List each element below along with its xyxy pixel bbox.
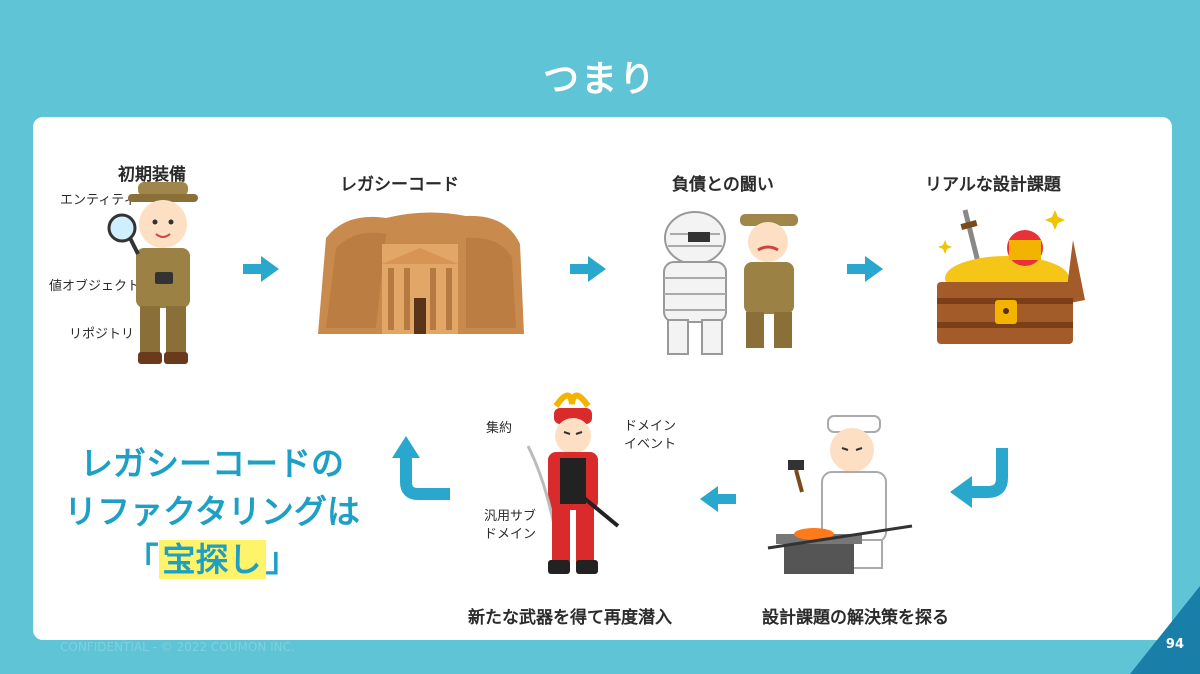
explorer-illustration: [107, 182, 198, 364]
arrow-left-icon: [700, 486, 736, 512]
weapon-aggregate-label: 集約: [486, 421, 513, 436]
step-label-debt: 負債との闘い: [672, 175, 774, 195]
weapon-domain-event-label-1: ドメイン: [624, 419, 677, 434]
blacksmith-illustration: [767, 415, 913, 574]
slogan-line-3: 「宝探し」: [52, 536, 372, 584]
confidential-footer: CONFIDENTIAL - © 2022 COUMON INC.: [60, 640, 295, 654]
page-corner-decoration: [1130, 586, 1200, 674]
mummy-battle-illustration: [663, 211, 798, 355]
step-label-legacy: レガシーコード: [340, 175, 459, 195]
page-number: 94: [1165, 637, 1184, 652]
slogan-highlight: 宝探し: [158, 540, 266, 579]
slogan-open-bracket: 「: [125, 540, 159, 579]
arrow-right-icon: [243, 256, 279, 282]
slogan-text: レガシーコードの リファクタリングは 「宝探し」: [52, 440, 372, 584]
weapon-generic-subdomain-label-1: 汎用サブ: [484, 509, 537, 524]
step-label-new-weapon: 新たな武器を得て再度潜入: [468, 608, 672, 628]
slogan-close-bracket: 」: [265, 540, 299, 579]
treasure-chest-illustration: [937, 209, 1085, 344]
step-label-solve: 設計課題の解決策を探る: [762, 608, 949, 628]
arrow-right-icon: [570, 256, 606, 282]
slide-title: つまり: [542, 59, 657, 100]
turn-up-arrow-icon: [392, 436, 450, 500]
turn-down-left-arrow-icon: [950, 448, 1008, 508]
ruins-illustration: [318, 212, 524, 334]
step-label-equipment: 初期装備: [118, 165, 186, 185]
weapon-generic-subdomain-label-2: ドメイン: [484, 527, 537, 542]
equipment-repository-label: リポジトリ: [69, 327, 135, 342]
equipment-value-object-label: 値オブジェクト: [49, 279, 141, 294]
weapon-domain-event-label-2: イベント: [624, 437, 677, 452]
slogan-line-2: リファクタリングは: [64, 492, 360, 531]
slogan-line-1: レガシーコードの: [80, 444, 344, 483]
arrow-right-icon: [847, 256, 883, 282]
equipment-entity-label: エンティティ: [60, 193, 137, 208]
samurai-illustration: [526, 392, 620, 574]
step-label-real-design: リアルな設計課題: [925, 175, 1061, 195]
